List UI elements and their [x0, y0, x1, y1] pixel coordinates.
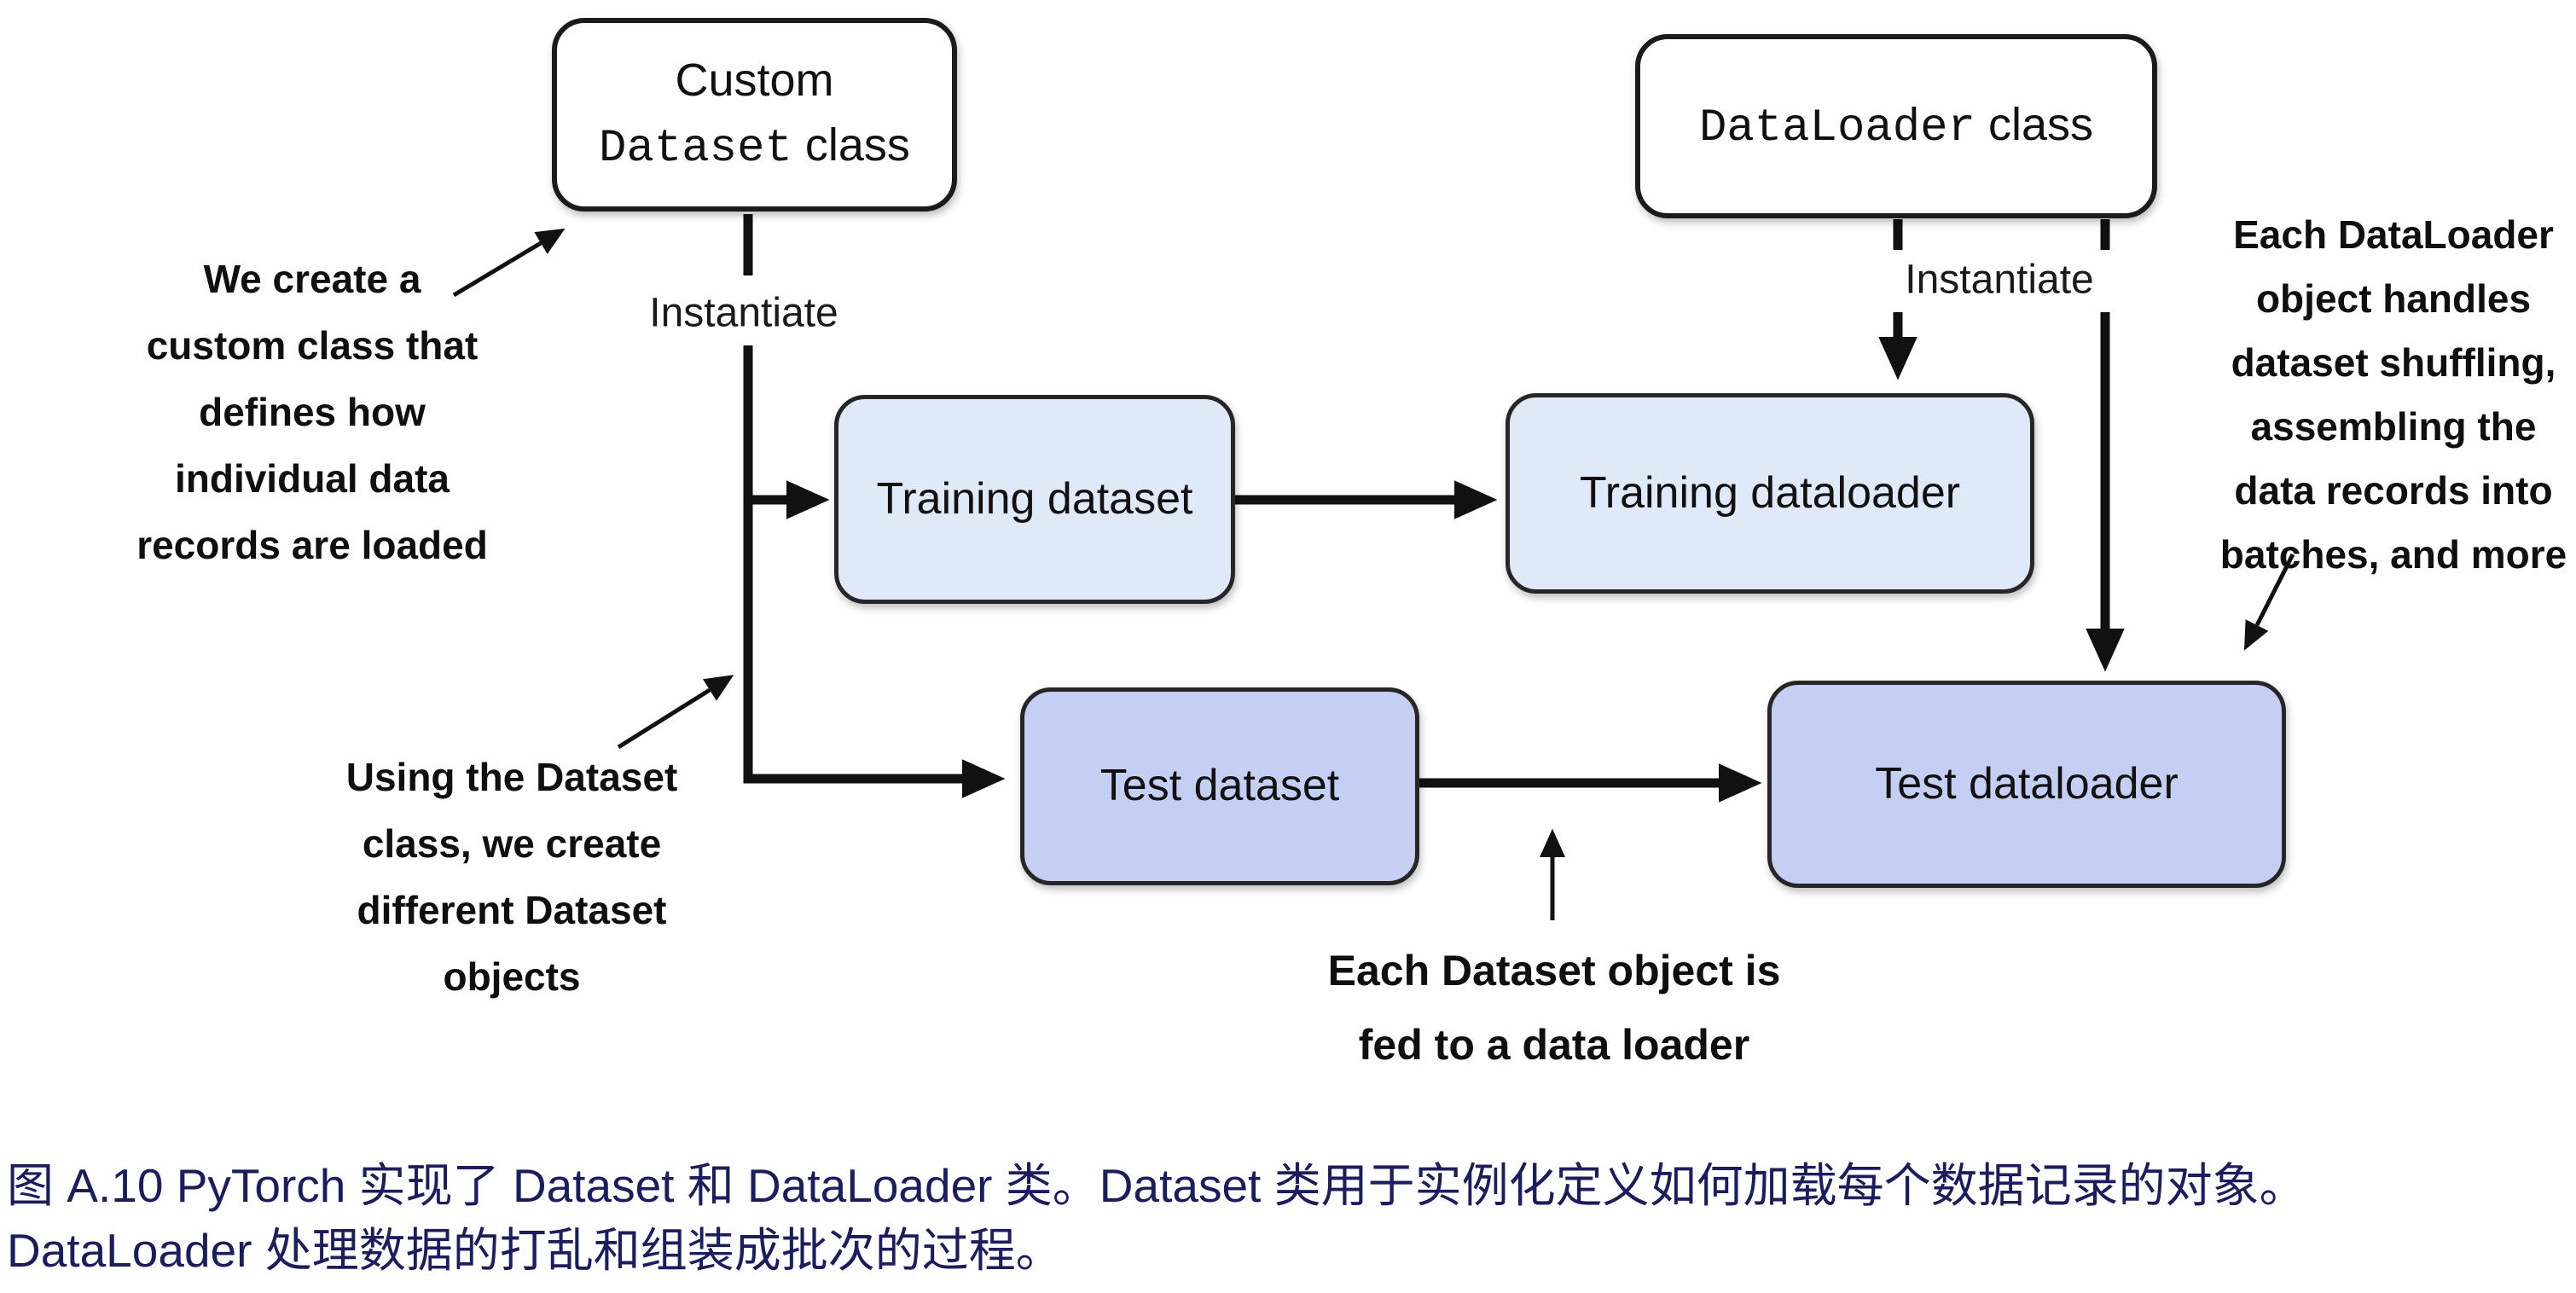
- annotation-line: We create a: [203, 257, 421, 301]
- annotation-line: data records into: [2234, 468, 2553, 513]
- annotation-line: objects: [443, 954, 581, 999]
- annotation-left-top: We create a custom class that defines ho…: [136, 246, 488, 578]
- annotation-line: individual data: [174, 456, 450, 501]
- annotation-line: records are loaded: [136, 523, 488, 567]
- annotation-left-bottom: Using the Dataset class, we create diffe…: [346, 744, 678, 1010]
- figure-caption-line2: DataLoader 处理数据的打乱和组装成批次的过程。: [7, 1224, 1063, 1277]
- annotation-line: batches, and more: [2219, 532, 2567, 577]
- annotation-arrow-left-bottom: [617, 675, 734, 750]
- instantiate-label-right: Instantiate: [1905, 257, 2094, 303]
- figure-caption: 图 A.10 PyTorch 实现了 Dataset 和 DataLoader …: [7, 1153, 2532, 1283]
- annotation-right: Each DataLoader object handles dataset s…: [2220, 203, 2567, 587]
- training-dataset-box: Training dataset: [834, 395, 1235, 604]
- annotation-line: custom class that: [146, 323, 479, 368]
- dataloader-class-box: DataLoader class: [1635, 34, 2157, 218]
- training-dataloader-label: Training dataloader: [1579, 467, 1961, 518]
- training-dataset-label: Training dataset: [876, 473, 1193, 524]
- annotation-line: dataset shuffling,: [2231, 340, 2556, 385]
- annotation-line: assembling the: [2250, 404, 2537, 449]
- custom-dataset-class-line1: Custom: [675, 55, 834, 106]
- dataloader-class-label: DataLoader class: [1698, 98, 2094, 154]
- annotation-line: Each DataLoader: [2233, 212, 2554, 257]
- test-dataloader-label: Test dataloader: [1875, 758, 2179, 809]
- training-dataloader-box: Training dataloader: [1506, 393, 2034, 594]
- annotation-bottom: Each Dataset object is fed to a data loa…: [1328, 934, 1781, 1082]
- connector-custom-to-test-dataset: [743, 345, 1006, 798]
- custom-dataset-class-box: Custom Dataset class: [552, 18, 957, 212]
- annotation-line: Each Dataset object is: [1327, 947, 1781, 994]
- instantiate-label-left: Instantiate: [649, 290, 838, 336]
- test-dataloader-box: Test dataloader: [1767, 681, 2286, 888]
- annotation-line: object handles: [2255, 276, 2532, 321]
- test-dataset-label: Test dataset: [1099, 761, 1340, 811]
- annotation-line: class, we create: [362, 821, 662, 866]
- annotation-line: Using the Dataset: [345, 755, 678, 799]
- annotation-arrow-right-down: [2243, 553, 2295, 651]
- custom-dataset-class-line2: Dataset class: [599, 119, 910, 175]
- annotation-line: defines how: [199, 390, 426, 434]
- test-dataset-box: Test dataset: [1020, 687, 1419, 885]
- annotation-line: different Dataset: [357, 888, 667, 932]
- figure-caption-line1: 图 A.10 PyTorch 实现了 Dataset 和 DataLoader …: [7, 1159, 2306, 1212]
- annotation-line: fed to a data loader: [1358, 1021, 1750, 1069]
- annotation-arrow-left-top: [452, 228, 566, 298]
